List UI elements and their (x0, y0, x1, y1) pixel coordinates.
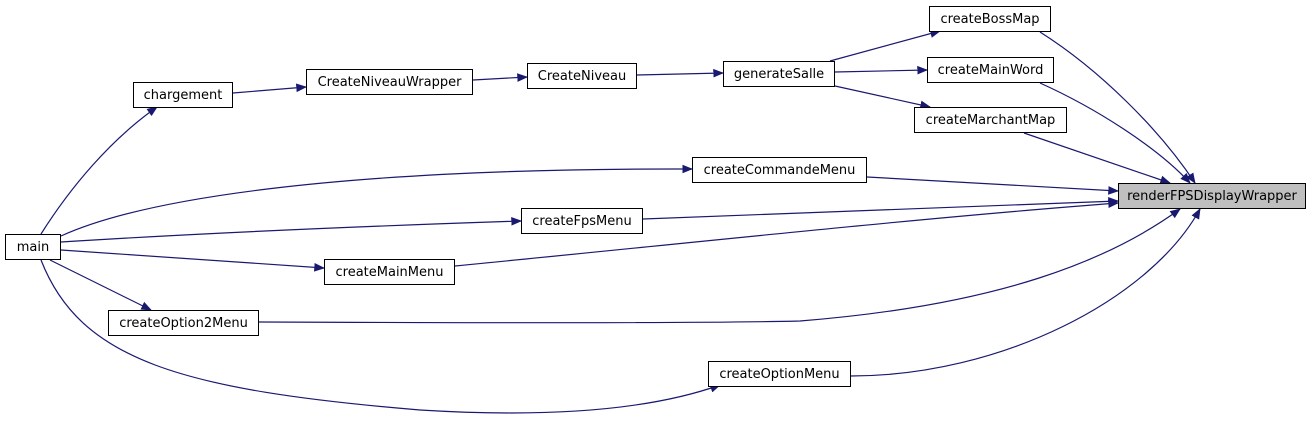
edge-createMarchantMap-to-renderFPSDisplayWrapper (1023, 132, 1172, 184)
node-renderFPSDisplayWrapper: renderFPSDisplayWrapper (1118, 183, 1306, 209)
node-createFpsMenu[interactable]: createFpsMenu (521, 208, 643, 234)
node-chargement[interactable]: chargement (133, 82, 233, 108)
edge-createOptionMenu-to-renderFPSDisplayWrapper (850, 208, 1201, 377)
edge-chargement-to-CreateNiveauWrapper (232, 83, 308, 94)
edge-createBossMap-to-renderFPSDisplayWrapper (1039, 31, 1196, 184)
node-CreateNiveauWrapper[interactable]: CreateNiveauWrapper (306, 69, 473, 95)
edge-createCommandeMenu-to-renderFPSDisplayWrapper (866, 176, 1120, 195)
edge-main-to-chargement (40, 106, 158, 235)
node-createOption2Menu[interactable]: createOption2Menu (108, 310, 259, 336)
edge-createFpsMenu-to-renderFPSDisplayWrapper (642, 197, 1120, 220)
edge-generateSalle-to-createMainWord (834, 65, 929, 75)
edge-main-to-createCommandeMenu (60, 164, 694, 237)
edge-main-to-createMainMenu (60, 249, 326, 272)
node-createMainMenu[interactable]: createMainMenu (324, 259, 455, 285)
node-CreateNiveau[interactable]: CreateNiveau (527, 63, 637, 89)
node-createOptionMenu[interactable]: createOptionMenu (708, 361, 851, 387)
edge-generateSalle-to-createMarchantMap (834, 85, 932, 110)
edge-main-to-createOption2Menu (49, 259, 152, 311)
edge-CreateNiveauWrapper-to-CreateNiveau (472, 73, 529, 82)
node-createMarchantMap[interactable]: createMarchantMap (914, 107, 1067, 133)
edge-CreateNiveau-to-generateSalle (636, 68, 725, 78)
edge-createMainMenu-to-renderFPSDisplayWrapper (454, 199, 1120, 267)
edge-main-to-createOptionMenu (40, 259, 722, 414)
node-createBossMap[interactable]: createBossMap (929, 6, 1051, 32)
node-main[interactable]: main (5, 234, 61, 260)
edge-createOption2Menu-to-renderFPSDisplayWrapper (258, 208, 1181, 324)
node-createMainWord[interactable]: createMainWord (927, 57, 1054, 83)
edge-generateSalle-to-createBossMap (829, 29, 942, 62)
node-generateSalle[interactable]: generateSalle (723, 61, 835, 87)
node-createCommandeMenu[interactable]: createCommandeMenu (692, 157, 867, 183)
edge-main-to-createFpsMenu (60, 217, 523, 243)
edge-createMainWord-to-renderFPSDisplayWrapper (1039, 82, 1191, 184)
